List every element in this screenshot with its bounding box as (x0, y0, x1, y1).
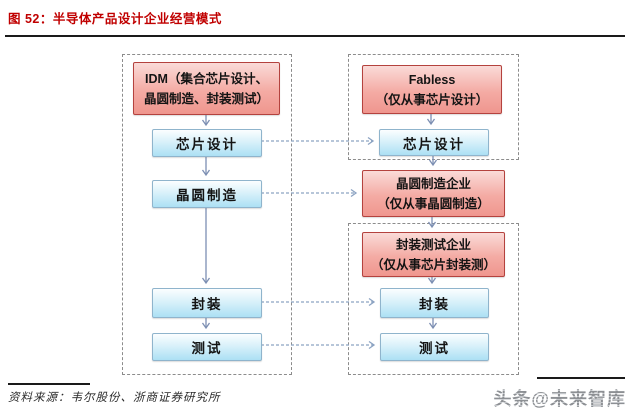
foundry-line2: （仅从事晶圆制造） (377, 196, 490, 211)
osat-step-package: 封装 (380, 288, 489, 318)
fabless-header-line2: （仅从事芯片设计） (375, 92, 489, 107)
source-divider (8, 383, 90, 385)
foundry-box: 晶圆制造企业 （仅从事晶圆制造） (362, 170, 505, 217)
watermark-text: 头条@未来智库 (493, 385, 626, 411)
idm-header-line2: 晶圆制造、封装测试） (143, 91, 269, 106)
fabless-header-line1: Fabless (408, 72, 456, 87)
idm-header-line1: IDM（集合芯片设计、 (145, 71, 268, 86)
osat-header-line1: 封装测试企业 (395, 237, 471, 252)
idm-header-box: IDM（集合芯片设计、 晶圆制造、封装测试） (133, 62, 280, 115)
idm-group-container (122, 54, 292, 375)
idm-step-package: 封装 (152, 288, 262, 318)
osat-header-box: 封装测试企业 （仅从事芯片封装测） (362, 232, 505, 277)
idm-step-test: 测试 (152, 333, 262, 361)
source-note: 资料来源：韦尔股份、浙商证券研究所 (8, 392, 221, 404)
idm-step-wafer-fab: 晶圆制造 (152, 180, 262, 208)
watermark-divider (537, 377, 625, 379)
figure-title: 图 52：半导体产品设计企业经营模式 (8, 12, 222, 26)
title-divider (5, 35, 625, 37)
osat-header-line2: （仅从事芯片封装测） (370, 257, 496, 272)
fabless-step-chip-design: 芯片设计 (379, 129, 489, 156)
foundry-line1: 晶圆制造企业 (395, 176, 471, 191)
fabless-header-box: Fabless （仅从事芯片设计） (362, 65, 502, 114)
idm-step-chip-design: 芯片设计 (152, 129, 262, 157)
osat-step-test: 测试 (380, 333, 489, 361)
